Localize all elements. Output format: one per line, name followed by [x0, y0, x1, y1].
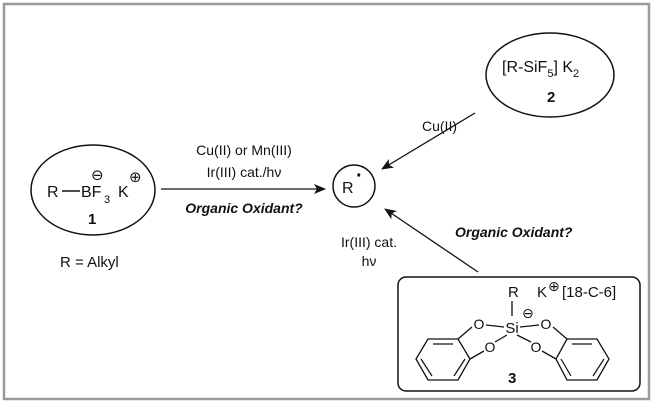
compound-1-cation: K — [118, 184, 129, 201]
compound-3-bond-o1-ring — [457, 326, 473, 340]
compound-3-right-benzene — [555, 338, 610, 381]
compound-3-crown: [18-C-6] — [562, 284, 616, 301]
compound-1-ellipse — [30, 144, 156, 236]
compound-1-bf-sub: 3 — [104, 194, 110, 206]
compound-3: R ⊖ K ⊕ [18-C-6] Si O O O O 3 — [397, 276, 641, 392]
compound-1-cation-charge: ⊕ — [129, 169, 142, 186]
compound-3-bond-si-o4 — [516, 334, 532, 343]
compound-3-box — [397, 276, 641, 392]
compound-3-left-benzene — [415, 338, 471, 381]
compound-3-left-benzene-double-3 — [453, 358, 466, 377]
compound-3-o-right-lower: O — [531, 339, 542, 355]
compound-3-o-left-lower: O — [485, 339, 496, 355]
left-arrow-reagent-1: Cu(II) or Mn(III) — [196, 142, 292, 158]
compound-3-bond-o2-ring — [469, 350, 485, 360]
compound-3-si: Si — [505, 320, 518, 337]
compound-2-ellipse — [485, 32, 615, 118]
bottom-arrow-reagent-1: Ir(III) cat. — [341, 234, 397, 250]
compound-3-right-benzene-double-2 — [592, 358, 605, 377]
compound-1-r: R — [47, 184, 59, 201]
compound-1-number: 1 — [88, 211, 96, 228]
compound-3-cation: K — [537, 284, 547, 301]
radical-dot: · — [356, 165, 363, 187]
compound-3-bond-o3-ring — [552, 326, 568, 340]
compound-2-formula: [R-SiF5] K2 — [502, 59, 579, 80]
arrow-from-compound-3 — [384, 208, 479, 273]
top-arrow-reagent: Cu(II) — [422, 118, 457, 134]
bottom-arrow-reagent-2: hν — [362, 253, 377, 269]
compound-1-anion-charge: ⊖ — [91, 167, 104, 184]
compound-1: R BF 3 ⊖ K ⊕ 1 — [30, 144, 156, 236]
compound-3-anion-charge: ⊖ — [522, 305, 534, 321]
radical-circle — [332, 164, 376, 208]
compound-3-bond-si-o3 — [519, 324, 540, 328]
arrow-from-compound-2 — [381, 112, 476, 170]
compound-2-number: 2 — [547, 89, 555, 106]
compound-3-left-benzene-double-2 — [420, 358, 433, 377]
bottom-arrow-oxidant: Organic Oxidant? — [455, 224, 573, 240]
compound-3-bond-o4-ring — [541, 350, 557, 360]
compound-3-bond-si-o2 — [494, 334, 508, 343]
radical: R · — [332, 164, 376, 208]
compound-3-right-benzene-double-3 — [560, 358, 572, 377]
left-arrow-oxidant: Organic Oxidant? — [185, 200, 303, 216]
left-arrow-reagent-2: Ir(III) cat./hν — [207, 164, 282, 180]
radical-label: R — [342, 180, 354, 197]
compound-3-cation-charge: ⊕ — [548, 278, 560, 294]
compound-3-o-left-upper: O — [474, 316, 485, 332]
r-definition: R = Alkyl — [60, 254, 119, 271]
compound-3-bond-si-o1 — [485, 324, 505, 328]
compound-1-bf: BF — [81, 184, 102, 201]
compound-2: [R-SiF5] K2 2 — [485, 32, 615, 118]
compound-3-number: 3 — [508, 370, 516, 387]
compound-3-r: R — [508, 284, 519, 301]
compound-3-o-right-upper: O — [541, 316, 552, 332]
